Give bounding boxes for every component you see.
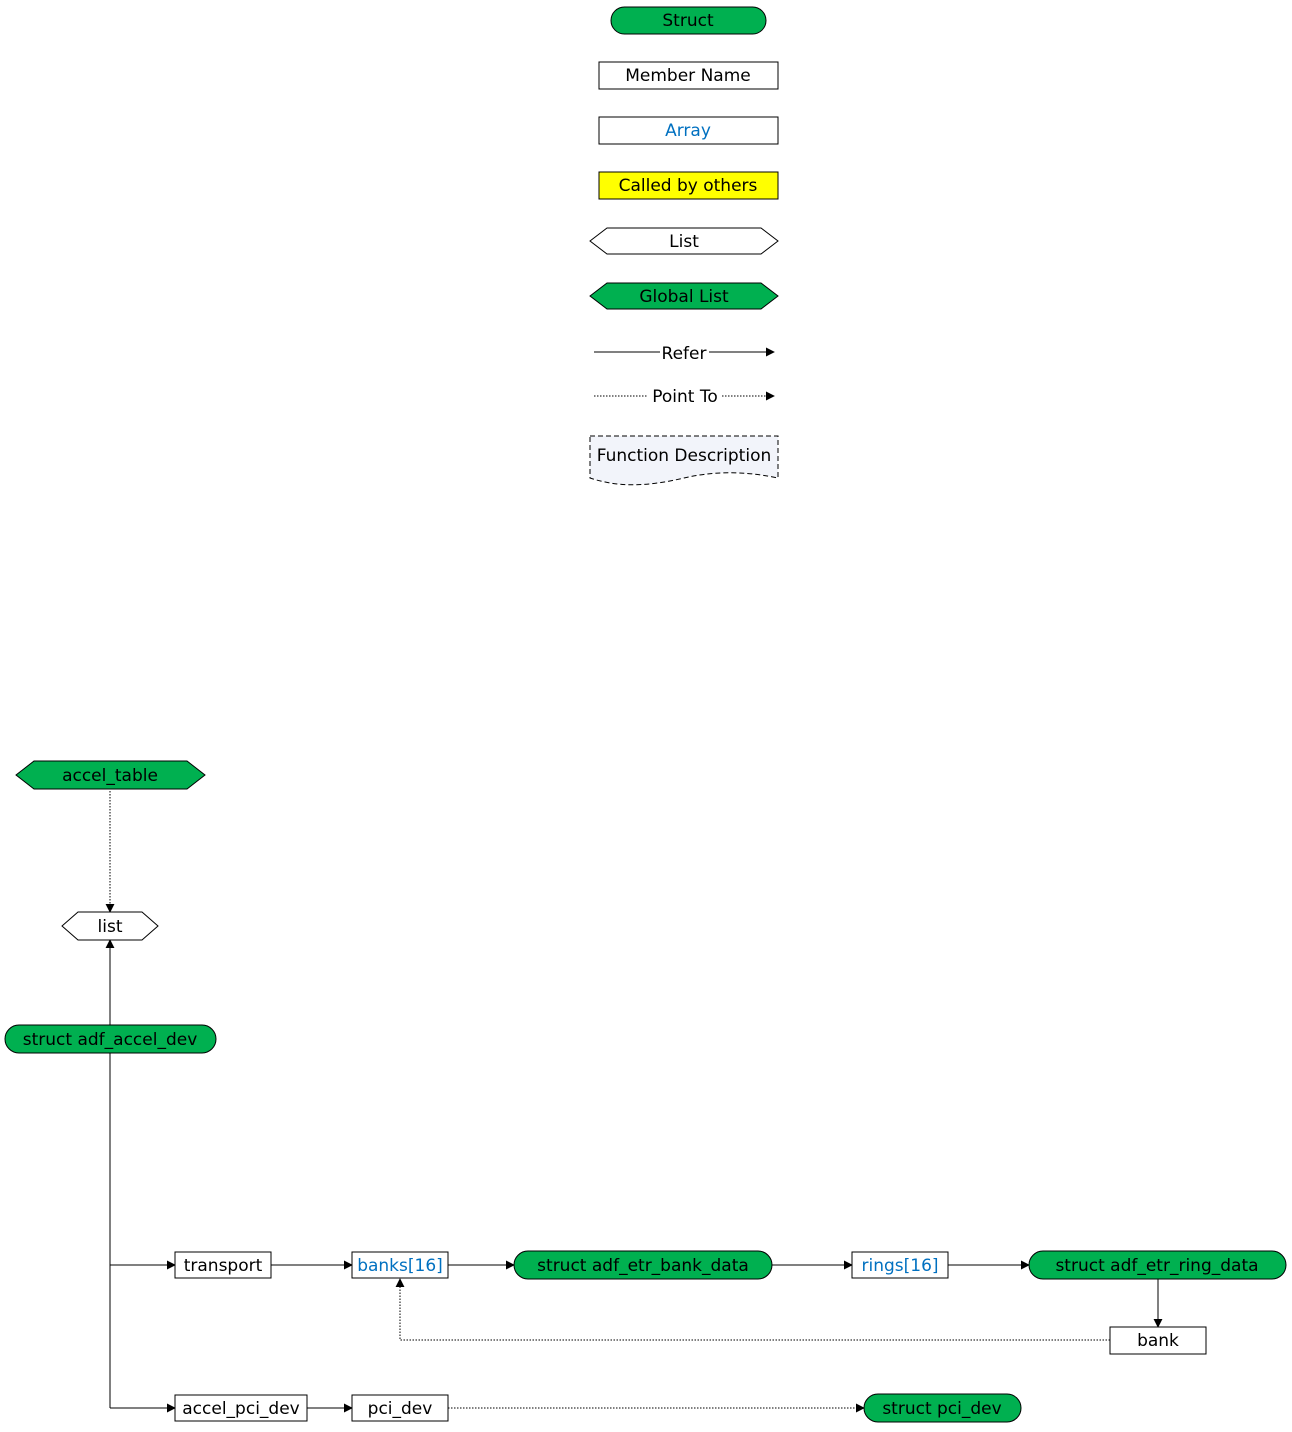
legend: Struct Member Name Array Called by other… [589, 6, 779, 486]
legend-list-label: List [669, 232, 699, 252]
legend-member-name: Member Name [598, 61, 779, 90]
legend-refer: Refer [594, 344, 775, 364]
legend-point-to-label: Point To [652, 387, 718, 407]
legend-refer-label: Refer [662, 344, 707, 364]
legend-global-list-label: Global List [639, 287, 729, 307]
node-adf-accel-dev-label: struct adf_accel_dev [23, 1030, 198, 1050]
legend-function-description: Function Description [589, 435, 779, 486]
node-banks-label: banks[16] [357, 1256, 443, 1276]
legend-called-label: Called by others [619, 176, 758, 196]
legend-struct-label: Struct [662, 11, 714, 31]
edge-bank-to-banks [395, 1278, 1110, 1341]
node-ring-data-label: struct adf_etr_ring_data [1055, 1256, 1258, 1276]
legend-point-to: Point To [594, 387, 775, 407]
node-bank-data: struct adf_etr_bank_data [513, 1250, 773, 1280]
node-adf-accel-dev: struct adf_accel_dev [4, 1024, 217, 1054]
node-transport: transport [174, 1251, 272, 1279]
legend-called-by-others: Called by others [598, 171, 779, 200]
node-ring-data: struct adf_etr_ring_data [1028, 1250, 1287, 1280]
node-accel-pci-dev-label: accel_pci_dev [182, 1399, 299, 1419]
node-bank-data-label: struct adf_etr_bank_data [537, 1256, 749, 1276]
legend-list: List [589, 227, 779, 255]
node-accel-table: accel_table [15, 760, 206, 790]
node-transport-label: transport [184, 1256, 263, 1276]
legend-array-label: Array [665, 121, 711, 141]
node-struct-pci-dev: struct pci_dev [863, 1393, 1022, 1423]
nodes: accel_table list struct adf_accel_dev tr… [4, 760, 1287, 1423]
node-pci-dev-label: pci_dev [368, 1399, 433, 1419]
node-bank-label: bank [1137, 1331, 1179, 1351]
node-banks: banks[16] [351, 1251, 449, 1279]
connectors [105, 788, 1163, 1413]
legend-function-desc-label: Function Description [597, 446, 772, 466]
node-bank: bank [1109, 1326, 1207, 1355]
node-struct-pci-dev-label: struct pci_dev [882, 1399, 1001, 1419]
node-rings: rings[16] [851, 1251, 949, 1279]
node-accel-pci-dev: accel_pci_dev [174, 1394, 308, 1422]
legend-struct: Struct [610, 6, 767, 35]
node-pci-dev: pci_dev [351, 1394, 449, 1422]
legend-array: Array [598, 116, 779, 145]
node-rings-label: rings[16] [861, 1256, 938, 1276]
legend-global-list: Global List [589, 282, 779, 310]
node-list-label: list [98, 917, 123, 937]
legend-member-label: Member Name [625, 66, 750, 86]
node-accel-table-label: accel_table [62, 766, 158, 786]
node-list: list [61, 911, 159, 941]
